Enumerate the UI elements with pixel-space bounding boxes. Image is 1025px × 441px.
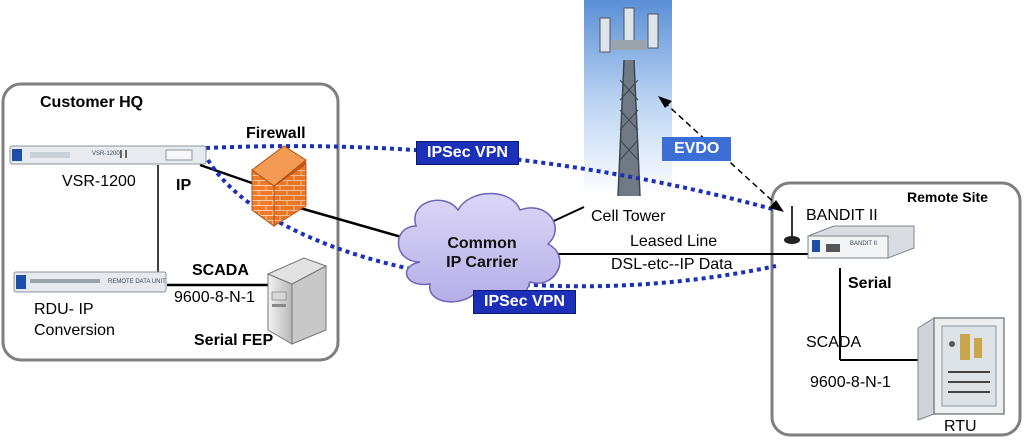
cell-tower-icon: [584, 0, 672, 197]
leased-line-label: Leased Line: [630, 233, 718, 250]
firewall-icon: [251, 145, 307, 227]
rdu-panel-text: REMOTE DATA UNIT: [108, 279, 166, 285]
bandit-label: BANDIT II: [806, 207, 878, 224]
evdo-label: EVDO: [662, 137, 732, 161]
ip-carrier-cloud-icon: [397, 192, 561, 304]
customer-hq-title: Customer HQ: [40, 94, 144, 111]
ipsec-vpn-top-label: IPSec VPN: [416, 141, 519, 165]
rdu-label-line2: Conversion: [34, 322, 115, 339]
serial-fep-server-icon: [266, 257, 328, 345]
remote-site-title: Remote Site: [907, 189, 988, 205]
ipsec-vpn-bottom-label: IPSec VPN: [473, 290, 576, 314]
carrier-label-line2: IP Carrier: [446, 254, 518, 271]
evdo-link: [663, 101, 779, 207]
carrier-label-line1: Common: [447, 235, 517, 252]
hq-scada-params: 9600-8-N-1: [174, 289, 255, 306]
rdu-label-line1: RDU- IP: [34, 301, 94, 318]
rtu-device-icon: [917, 317, 1005, 421]
carrier-label: Common IP Carrier: [422, 234, 542, 272]
rtu-label: RTU: [944, 418, 977, 435]
vsr-1200-device-icon: [9, 145, 207, 165]
remote-scada-label: SCADA: [806, 334, 862, 351]
rdu-device-icon: [13, 271, 167, 293]
serial-label: Serial: [848, 275, 892, 292]
firewall-label: Firewall: [246, 125, 306, 142]
vsr-panel-text: VSR-1200: [92, 151, 120, 157]
remote-scada-params: 9600-8-N-1: [810, 374, 891, 391]
hq-scada-label: SCADA: [192, 262, 249, 279]
bandit-panel-text: BANDIT II: [850, 241, 877, 247]
cell-tower-label: Cell Tower: [591, 208, 666, 225]
dsl-line-label: DSL-etc--IP Data: [611, 256, 733, 273]
serial-fep-label: Serial FEP: [194, 332, 274, 349]
vsr-label: VSR-1200: [62, 173, 136, 190]
bandit-ii-device-icon: [784, 206, 915, 259]
ip-label: IP: [176, 177, 192, 194]
